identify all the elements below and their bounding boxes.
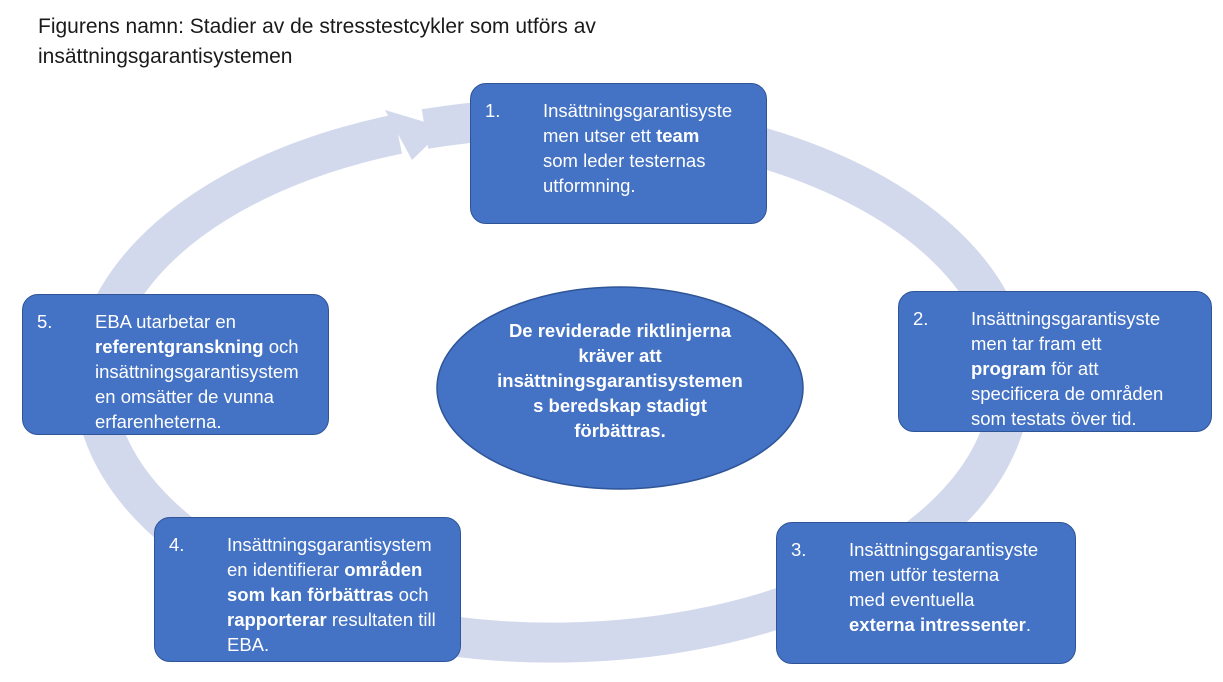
center-line: förbättras. — [574, 420, 666, 441]
stage-line: program för att — [971, 356, 1201, 381]
stage-line: med eventuella — [849, 589, 975, 610]
stage-text-bold: områden — [344, 559, 423, 580]
figure-caption: Figurens namn: Stadier av de stresstestc… — [38, 12, 798, 72]
stage-text-bold: team — [656, 125, 700, 146]
stage-line: som leder testernas — [543, 150, 706, 171]
stage-line: erfarenheterna. — [95, 411, 222, 432]
stage-text-bold: rapporterar — [227, 609, 327, 630]
center-line: kräver att — [578, 345, 662, 366]
stage-line: en omsätter de vunna — [95, 386, 274, 407]
stage-text: Insättningsgarantisyste men utser ett te… — [543, 98, 756, 213]
stage-text-normal: och — [393, 584, 429, 605]
center-line: s beredskap stadigt — [533, 395, 707, 416]
stage-text-normal: och — [263, 336, 299, 357]
stage-5-box: 5. EBA utarbetar en referentgranskning o… — [22, 294, 329, 435]
stage-line: EBA utarbetar en — [95, 311, 236, 332]
stage-line: som kan förbättras och — [227, 582, 450, 607]
stage-number: 4. — [169, 534, 185, 555]
stage-number: 1. — [485, 100, 501, 121]
stage-text: Insättningsgarantisyste men tar fram ett… — [971, 306, 1201, 429]
stage-line: Insättningsgarantisyste — [543, 100, 733, 121]
stage-line: EBA. — [227, 634, 270, 655]
stage-text-bold: referentgranskning — [95, 336, 264, 357]
stage-line: rapporterar resultaten till — [227, 607, 450, 632]
center-line: De reviderade riktlinjerna — [508, 320, 732, 341]
stage-line: Insättningsgarantisyste — [849, 539, 1039, 560]
stage-line: men utser ett team — [543, 123, 756, 148]
stage-1-box: 1. Insättningsgarantisyste men utser ett… — [470, 83, 767, 224]
stage-text-normal: för att — [1046, 358, 1099, 379]
stage-text-bold: externa intressenter — [849, 614, 1026, 635]
stage-text-bold: som kan förbättras — [227, 584, 394, 605]
stage-line: som testats över tid. — [971, 408, 1137, 429]
stage-text-normal: . — [1025, 614, 1032, 635]
stage-2-box: 2. Insättningsgarantisyste men tar fram … — [898, 291, 1212, 432]
stage-text: EBA utarbetar en referentgranskning och … — [95, 309, 318, 432]
caption-line-2: insättningsgarantisystemen — [38, 45, 293, 68]
stage-line: Insättningsgarantisyste — [971, 308, 1161, 329]
stage-line: utformning. — [543, 175, 636, 196]
stage-text-normal: men utser ett — [543, 125, 657, 146]
stage-line: en identifierar områden — [227, 557, 450, 582]
stage-line: insättningsgarantisystem — [95, 361, 299, 382]
stage-text: Insättningsgarantisystem en identifierar… — [227, 532, 450, 655]
center-statement: De reviderade riktlinjerna kräver att in… — [470, 318, 770, 443]
stage-line: men tar fram ett — [971, 333, 1102, 354]
stage-number: 2. — [913, 308, 929, 329]
stage-line: externa intressenter. — [849, 612, 1065, 637]
stage-text-normal: resultaten till — [326, 609, 436, 630]
stage-line: specificera de områden — [971, 383, 1164, 404]
stage-line: men utför testerna — [849, 564, 1000, 585]
stage-line: referentgranskning och — [95, 334, 318, 359]
stage-line: Insättningsgarantisystem — [227, 534, 432, 555]
center-line: insättningsgarantisystemen — [497, 370, 743, 391]
stage-4-box: 4. Insättningsgarantisystem en identifie… — [154, 517, 461, 662]
stage-number: 5. — [37, 311, 53, 332]
stage-number: 3. — [791, 539, 807, 560]
stage-text-bold: program — [971, 358, 1047, 379]
stage-text: Insättningsgarantisyste men utför tester… — [849, 537, 1065, 653]
cycle-arrowhead — [385, 110, 445, 160]
caption-line-1: Figurens namn: Stadier av de stresstestc… — [38, 15, 596, 38]
stage-3-box: 3. Insättningsgarantisyste men utför tes… — [776, 522, 1076, 664]
stage-text-normal: en identifierar — [227, 559, 345, 580]
center-ellipse — [436, 286, 804, 490]
